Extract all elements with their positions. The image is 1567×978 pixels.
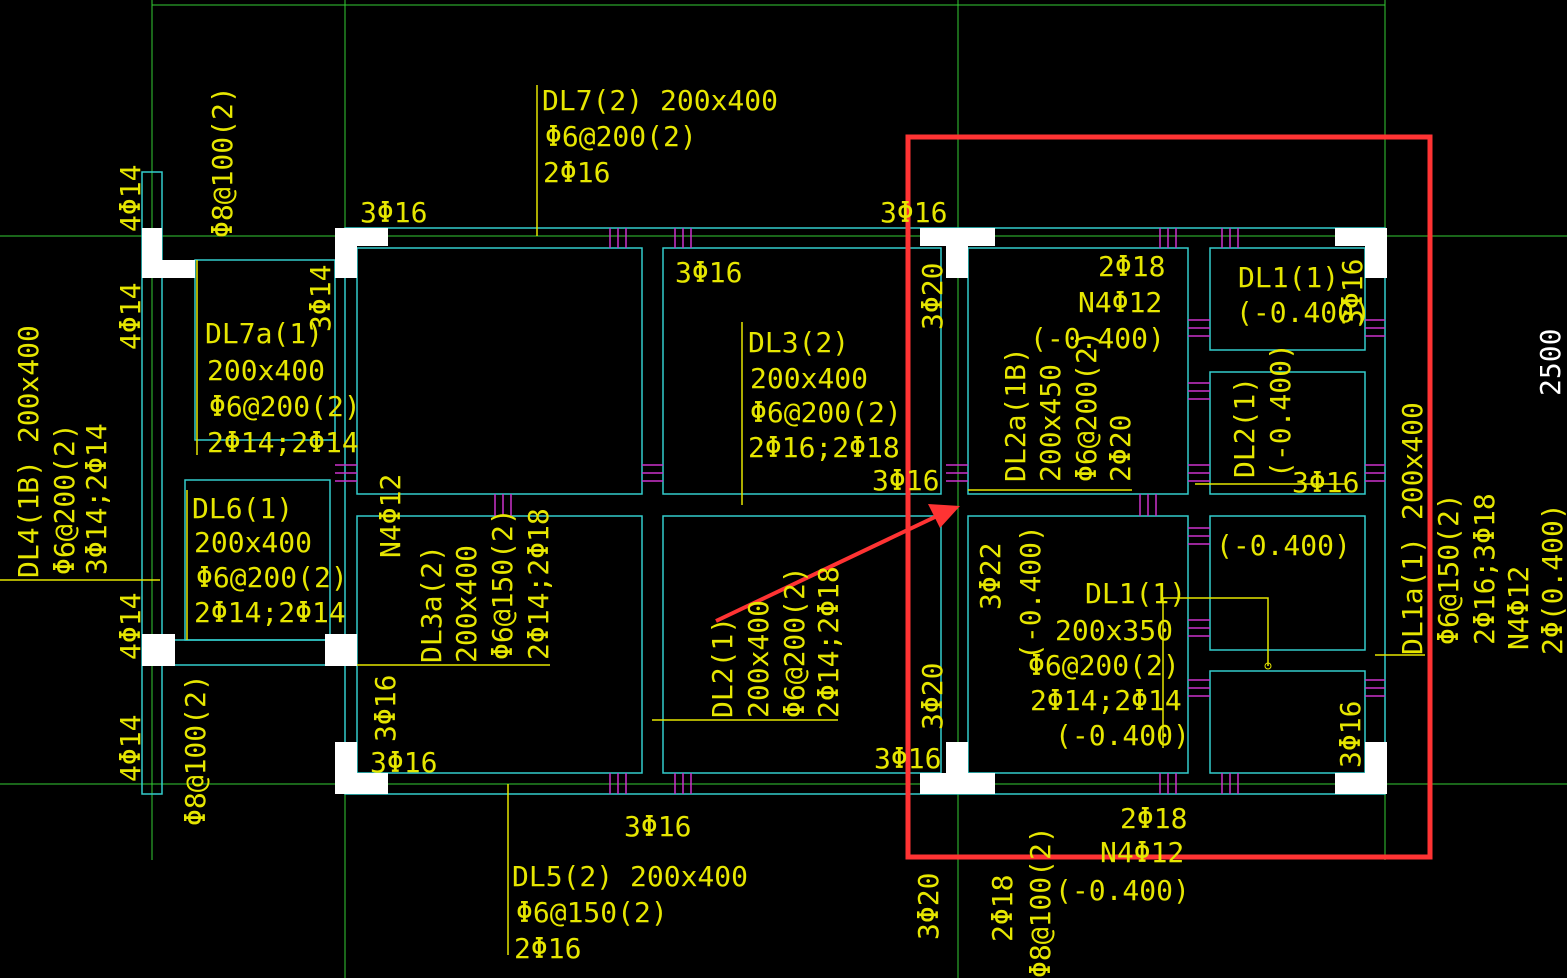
label-v-3phi20-top: 3Φ20 [916,263,949,330]
label-dl3-4: 2Φ16;2Φ18 [748,431,900,464]
label-dl2-3: Φ6@200(2) [778,566,811,718]
label-b-3phi16-left: 3Φ16 [370,746,437,779]
label-dl3a-4: 2Φ14;2Φ18 [522,508,555,660]
leader-lines [0,85,1425,955]
label-dl1-1: DL1(1) [1085,577,1186,610]
label-bot-phi8: Φ8@100(2) [1024,826,1057,978]
label-dl2a-1: DL2a(1B) [999,347,1032,482]
label-bot-2phi18: 2Φ18 [986,875,1019,942]
label-dl4-2: Φ6@200(2) [48,423,81,575]
label-dl1-5: (-0.400) [1055,719,1190,752]
label-left-4phi14-mid: 4Φ14 [114,283,147,350]
label-v-m0400: (-0.400) [1014,525,1047,660]
label-b-2phi18: 2Φ18 [1120,802,1187,835]
label-dl1-3: Φ6@200(2) [1028,649,1180,682]
label-dl3-1: DL3(2) [748,326,849,359]
pointer-arrow [715,515,936,623]
label-r-3phi16-c: 3Φ16 [1334,701,1367,768]
label-dl6-3: Φ6@200(2) [196,561,348,594]
label-left-4phi14-low: 4Φ14 [114,593,147,660]
label-dl1a-5: 2Φ(0.400) [1536,503,1567,655]
label-dl7a-3: Φ6@200(2) [209,390,361,423]
label-b-n4phi12: N4Φ12 [1100,836,1184,869]
label-dl6-1: DL6(1) [192,492,293,525]
label-dl2-1: DL2(1) [706,617,739,718]
annotation-labels: DL7(2) 200x400 Φ6@200(2) 2Φ16 4Φ14 Φ8@10… [12,84,1567,978]
label-dl1a-3: 2Φ16;3Φ18 [1468,493,1501,645]
label-dl3-3: Φ6@200(2) [750,396,902,429]
label-r-m0400-a: (-0.400) [1030,322,1165,355]
highlight-box [905,134,1433,860]
label-dl5-2: Φ6@150(2) [516,896,668,929]
label-dl7-2: Φ6@200(2) [545,120,697,153]
label-dl2a-2: 200x450 [1034,364,1067,482]
label-dl6-2: 200x400 [194,526,312,559]
pointer-arrowhead [928,504,960,528]
label-b-m0400: (-0.400) [1055,874,1190,907]
dimension-2500: 2500 [1534,329,1567,396]
label-dl3-2: 200x400 [750,362,868,395]
label-v-3phi22: 3Φ22 [974,543,1007,610]
label-v-3phi20-far: 3Φ20 [912,873,945,940]
columns [142,228,1387,794]
label-r-m0400-b: (-0.400) [1216,529,1351,562]
label-top-3phi16-a: 3Φ16 [360,196,427,229]
label-dl1-top-1: DL1(1) [1238,261,1339,294]
label-dl4-3: 3Φ14;2Φ14 [80,423,113,575]
label-dl3a-2: 200x400 [450,545,483,663]
label-dl1-top-2: (-0.400) [1236,296,1371,329]
label-mid-bot-3phi16: 3Φ16 [874,742,941,775]
label-v-3phi20-bot: 3Φ20 [916,663,949,730]
label-left-3phi14: 3Φ14 [304,265,337,332]
label-left-top-4phi14: 4Φ14 [114,165,147,232]
label-dl5-3: 2Φ16 [514,932,581,965]
label-dl2-4: 2Φ14;2Φ18 [812,566,845,718]
label-v-3phi16-left: 3Φ16 [369,675,402,742]
label-phi8-top: Φ8@100(2) [206,86,239,238]
label-dl2r-1: DL2(1) [1228,377,1261,478]
label-top-3phi16-b: 3Φ16 [880,196,947,229]
label-dl7-1: DL7(2) 200x400 [542,84,778,117]
label-dl1a-2: Φ6@150(2) [1432,493,1465,645]
label-r-3phi16-b: 3Φ16 [1292,466,1359,499]
label-dl7a-4: 2Φ14;2Φ14 [207,426,359,459]
label-r-2phi18: 2Φ18 [1098,250,1165,283]
label-dl1-4: 2Φ14;2Φ14 [1030,684,1182,717]
label-dl2-2: 200x400 [742,600,775,718]
label-n4phi12-left: N4Φ12 [374,474,407,558]
label-mid-3phi16: 3Φ16 [872,464,939,497]
label-dl5-1: DL5(2) 200x400 [512,860,748,893]
label-dl6-4: 2Φ14;2Φ14 [194,596,346,629]
label-bot-3phi16: 3Φ16 [624,810,691,843]
label-dl2a-3: Φ6@200(2) [1070,330,1103,482]
label-dl1-2: 200x350 [1055,614,1173,647]
label-dl3-3phi16: 3Φ16 [675,256,742,289]
label-r-3phi16-a: 3Φ16 [1336,259,1369,326]
label-dl7a-1: DL7a(1) [205,317,323,350]
label-dl2r-2: (-0.400) [1264,343,1297,478]
label-dl1a-1: DL1a(1) 200x400 [1396,402,1429,655]
label-dl3a-1: DL3a(2) [415,545,448,663]
label-dl3a-3: Φ6@150(2) [486,508,519,660]
label-phi8-bot: Φ8@100(2) [179,674,212,826]
label-dl4-1: DL4(1B) 200x400 [12,325,45,578]
label-r-n4phi12: N4Φ12 [1078,286,1162,319]
label-dl2a-4: 2Φ20 [1104,415,1137,482]
label-dl7a-2: 200x400 [207,354,325,387]
label-dl1a-4: N4Φ12 [1502,566,1535,650]
stirrup-marks [335,228,1385,794]
anchor-dot [1264,662,1272,670]
label-dl7-3: 2Φ16 [543,156,610,189]
label-left-4phi14-bot: 4Φ14 [114,715,147,782]
